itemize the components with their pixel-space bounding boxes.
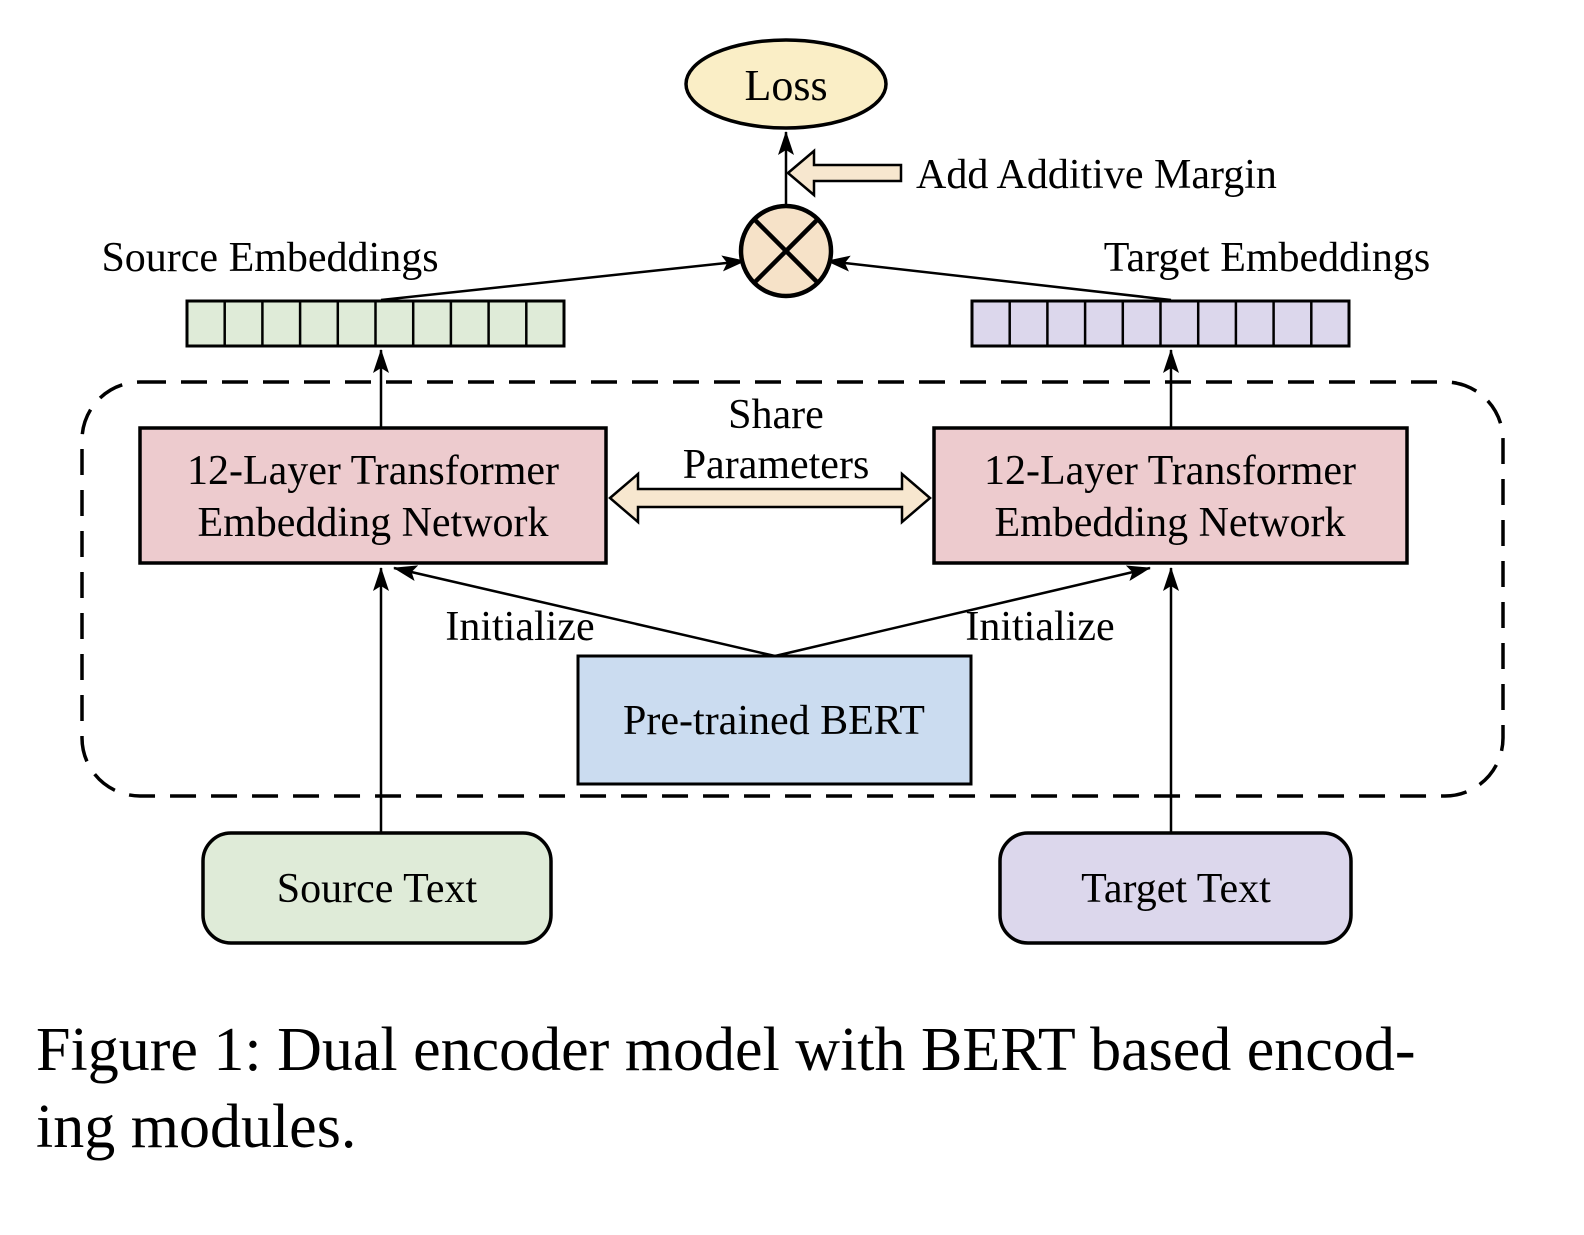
loss-label: Loss bbox=[744, 61, 827, 110]
target-encoder-box: 12-Layer Transformer Embedding Network bbox=[932, 426, 1409, 565]
loss-node: Loss bbox=[684, 38, 888, 130]
arrow-source-embeddings-to-operator bbox=[380, 255, 746, 302]
model-diagram: Loss Add Additive Margin Source Embeddin… bbox=[80, 38, 1505, 945]
figure-caption-line1: Figure 1: Dual encoder model with BERT b… bbox=[36, 1016, 1416, 1084]
share-parameters-label-line2: Parameters bbox=[683, 442, 870, 488]
source-embeddings-label: Source Embeddings bbox=[101, 235, 438, 281]
source-text-box: Source Text bbox=[201, 831, 553, 945]
share-parameters-label-line1: Share bbox=[728, 392, 824, 438]
initialize-arrow-left bbox=[393, 565, 776, 658]
target-text-label: Target Text bbox=[1081, 866, 1271, 912]
source-encoder-box: 12-Layer Transformer Embedding Network bbox=[138, 426, 608, 565]
initialize-label-left: Initialize bbox=[445, 604, 594, 650]
target-embeddings-bar bbox=[970, 299, 1351, 348]
arrow-target-embeddings-to-operator bbox=[826, 255, 1172, 302]
pretrained-bert-label: Pre-trained BERT bbox=[623, 698, 925, 744]
shared-boundary-dashed-box bbox=[80, 380, 1505, 798]
pretrained-bert-box: Pre-trained BERT bbox=[576, 654, 973, 786]
target-encoder-label-line2: Embedding Network bbox=[994, 500, 1345, 546]
source-text-label: Source Text bbox=[277, 866, 478, 912]
initialize-arrow-right bbox=[774, 565, 1151, 658]
source-encoder-label-line2: Embedding Network bbox=[197, 500, 548, 546]
source-embeddings-bar bbox=[185, 299, 566, 348]
add-margin-block-arrow-icon bbox=[786, 148, 903, 198]
circled-times-operator-icon bbox=[738, 203, 834, 299]
target-embeddings-label: Target Embeddings bbox=[1104, 235, 1430, 281]
initialize-label-right: Initialize bbox=[965, 604, 1114, 650]
share-parameters-double-arrow-icon bbox=[608, 471, 932, 525]
figure-caption: Figure 1: Dual encoder model with BERT b… bbox=[36, 1012, 1415, 1166]
add-margin-label: Add Additive Margin bbox=[916, 152, 1277, 198]
loss-ellipse bbox=[684, 38, 888, 130]
source-encoder-label-line1: 12-Layer Transformer bbox=[187, 448, 559, 494]
target-encoder-label-line1: 12-Layer Transformer bbox=[984, 448, 1356, 494]
figure-caption-line2: ing modules. bbox=[36, 1092, 357, 1161]
target-text-box: Target Text bbox=[998, 831, 1353, 945]
